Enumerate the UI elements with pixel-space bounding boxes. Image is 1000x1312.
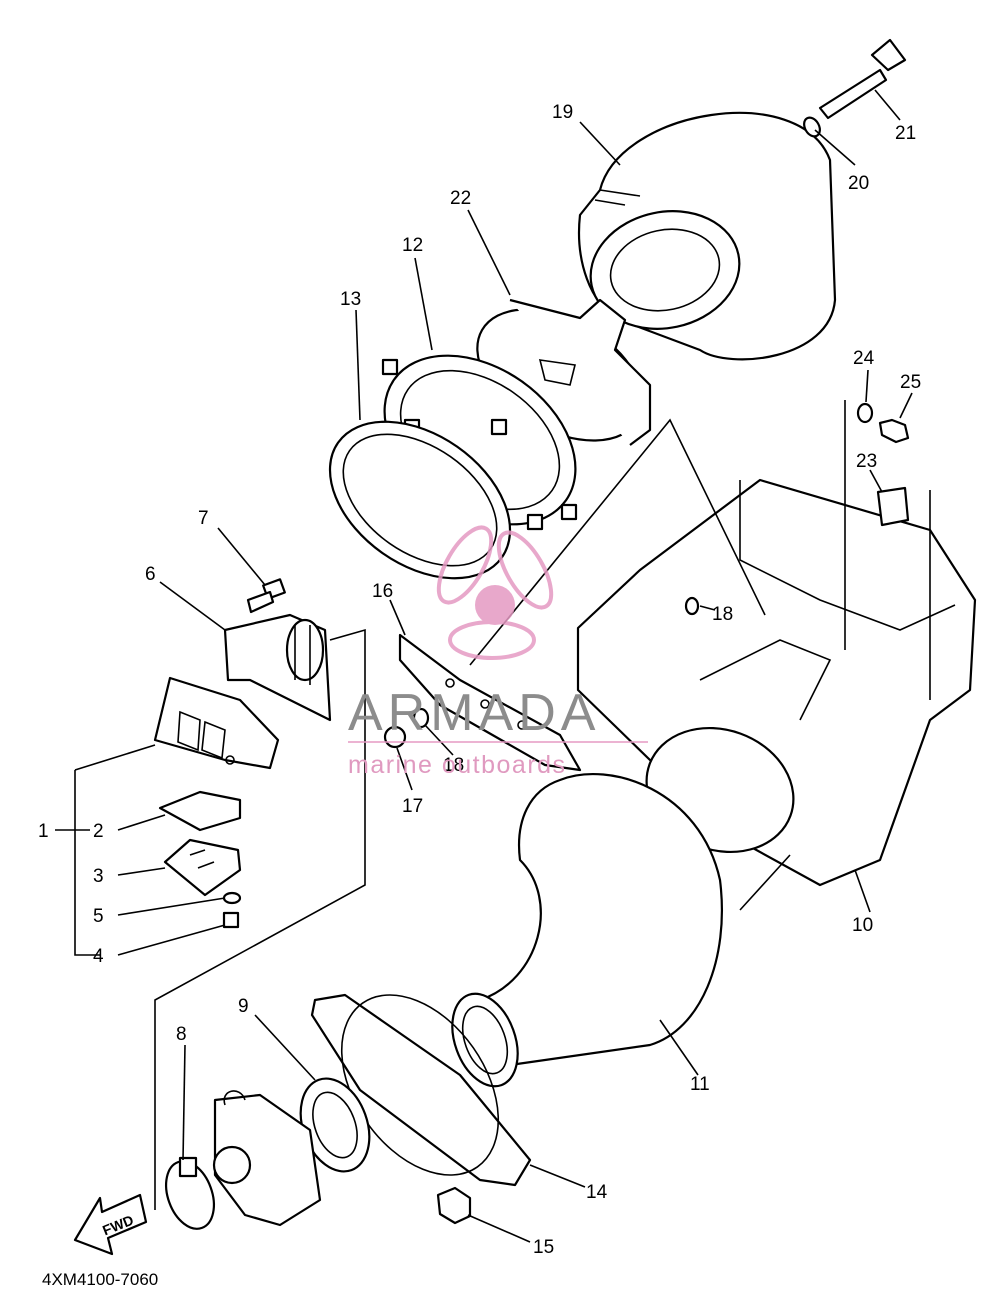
part-3-reed-petal [163, 838, 242, 897]
part-1-reed-valve [153, 676, 280, 770]
callout-18-lower: 18 [443, 755, 464, 776]
callout-11: 11 [690, 1074, 710, 1095]
watermark-brand: ARMADA [348, 684, 600, 742]
part-15-nut [436, 1186, 472, 1225]
assembly-lines [74, 418, 791, 1210]
callout-14: 14 [586, 1182, 608, 1203]
callout-5: 5 [93, 906, 104, 927]
throttle-body [212, 1090, 322, 1227]
part-8-clamp [165, 1156, 215, 1230]
part-5-washer [222, 891, 242, 905]
part-16-plate [398, 633, 582, 772]
part-18-grommet-a [412, 707, 430, 729]
propeller-logo-icon [436, 525, 554, 660]
part-2-reed-stopper [158, 790, 242, 832]
callout-17: 17 [402, 796, 423, 817]
callout-23: 23 [856, 451, 877, 472]
part-6-reed-holder [223, 613, 332, 722]
part-10-silencer-housing [576, 400, 977, 887]
leader-lines [55, 89, 913, 1243]
part-25-bolt [878, 418, 910, 444]
callout-15: 15 [533, 1237, 554, 1258]
callout-16: 16 [372, 581, 393, 602]
part-4-screw [222, 911, 240, 929]
part-18-grommet-b [684, 596, 700, 616]
watermark-tagline: marine outboards [348, 751, 567, 779]
part-7-bolt [246, 578, 286, 614]
callout-1: 1 [38, 821, 49, 842]
callout-12: 12 [402, 235, 423, 256]
armada-watermark: ARMADA marine outboards [348, 525, 648, 779]
callout-19: 19 [552, 102, 573, 123]
callout-8: 8 [176, 1024, 187, 1045]
callout-9: 9 [238, 996, 249, 1017]
callout-22: 22 [450, 188, 471, 209]
callout-4: 4 [93, 946, 104, 967]
part-11-intake-duct [451, 772, 724, 1088]
part-23-clip [876, 486, 910, 527]
part-19-filter-element [578, 111, 837, 361]
callout-20: 20 [848, 173, 869, 194]
callout-10: 10 [852, 915, 873, 936]
callout-numbers: 1 2 3 5 4 6 7 8 9 10 11 12 13 14 15 16 1… [38, 102, 921, 1258]
diagram-reference-code: 4XM4100-7060 [42, 1270, 158, 1289]
part-13-gasket [328, 420, 512, 580]
callout-24: 24 [853, 348, 875, 369]
callout-7: 7 [198, 508, 209, 529]
fwd-arrow: FWD [73, 1193, 148, 1256]
part-21-bolt [818, 38, 907, 120]
callout-2: 2 [93, 821, 104, 842]
part-24-washer [856, 402, 874, 424]
callout-13: 13 [340, 289, 361, 310]
callout-6: 6 [145, 564, 156, 585]
callout-21: 21 [895, 123, 916, 144]
callout-18-upper: 18 [712, 604, 733, 625]
callout-3: 3 [93, 866, 104, 887]
callout-25: 25 [900, 372, 921, 393]
